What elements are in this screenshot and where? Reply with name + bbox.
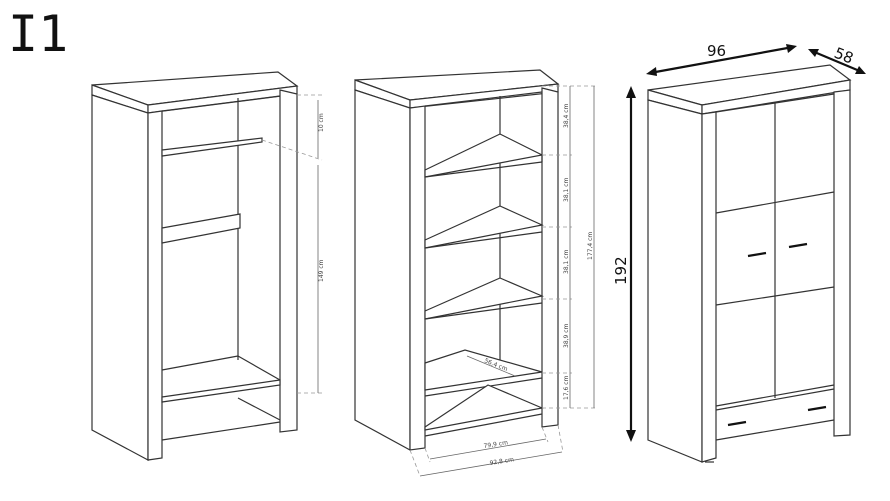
drawer-handle-left xyxy=(727,420,747,427)
depth-label: 58 xyxy=(832,44,856,68)
shelf-height-2: 38,1 cm xyxy=(563,177,570,202)
drawer-handle-right xyxy=(807,405,827,412)
door-handle-right xyxy=(788,242,808,249)
outer-width-label: 92,8 cm xyxy=(489,456,514,467)
shelf-height-5: 17,6 cm xyxy=(563,375,570,400)
model-code: I1 xyxy=(8,5,69,63)
wardrobe-shelf-view: 56,4 cm 38,4 cm 38,1 cm 38,1 cm 38,9 cm … xyxy=(354,69,598,477)
rail-gap-label: 10 cm xyxy=(318,113,325,132)
wardrobe-interior-view: 10 cm 149 cm xyxy=(91,71,325,462)
hanging-height-label: 149 cm xyxy=(318,259,325,282)
wardrobe-exterior-view: 96 58 192 xyxy=(612,42,866,463)
total-inner-height-label: 177,4 cm xyxy=(587,232,594,260)
shelf-height-1: 38,4 cm xyxy=(563,103,570,128)
shelf-height-3: 38,1 cm xyxy=(563,249,570,274)
inner-width-label: 79,9 cm xyxy=(483,439,508,450)
width-label: 96 xyxy=(707,42,726,60)
height-label: 192 xyxy=(612,256,630,285)
door-handle-left xyxy=(747,251,767,258)
shelf-height-4: 38,9 cm xyxy=(563,323,570,348)
shelves xyxy=(424,133,545,437)
